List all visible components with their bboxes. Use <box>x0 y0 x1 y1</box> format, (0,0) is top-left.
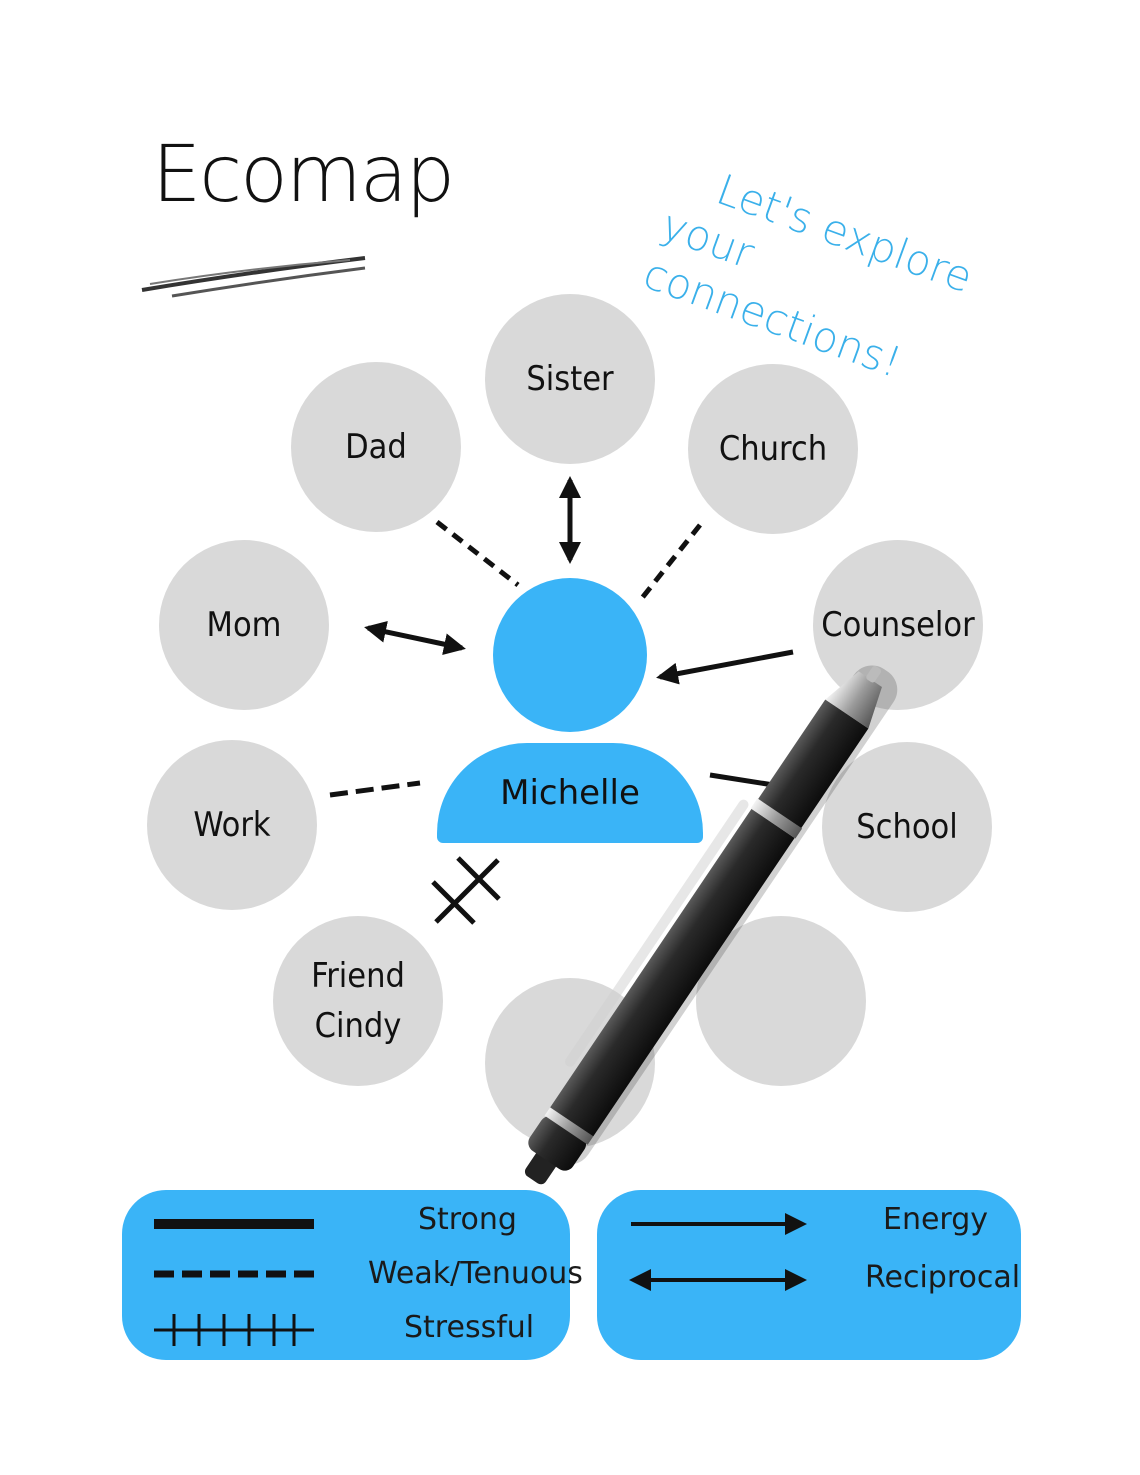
link-dad <box>435 520 520 587</box>
person-head-icon <box>493 578 647 732</box>
legend-stressful-line <box>154 1314 314 1346</box>
legend-label-reciprocal: Reciprocal <box>865 1260 1021 1295</box>
node-label: Mom <box>206 605 282 645</box>
legend-label-energy: Energy <box>883 1202 989 1237</box>
node-dad: Dad <box>291 362 461 532</box>
legend-label-stressful: Stressful <box>404 1310 535 1345</box>
node-label: Dad <box>345 427 407 467</box>
node-empty-2 <box>696 916 866 1086</box>
center-name: Michelle <box>500 773 640 813</box>
legend-label-weak: Weak/Tenuous <box>368 1256 583 1291</box>
node-label: School <box>856 807 958 847</box>
legend-line-samples <box>154 1219 314 1346</box>
node-friend-cindy: Friend Cindy <box>273 916 443 1086</box>
node-church: Church <box>688 364 858 534</box>
node-label: Church <box>718 429 828 469</box>
node-sister: Sister <box>485 294 655 464</box>
node-work: Work <box>147 740 317 910</box>
legend-relationships: Strong Weak/Tenuous Stressful <box>122 1190 583 1360</box>
legend-arrow-samples <box>629 1213 807 1291</box>
link-mom <box>364 620 466 656</box>
node-mom: Mom <box>159 540 329 710</box>
node-school: School <box>822 742 992 912</box>
legend-directions: Energy Reciprocal <box>597 1190 1021 1360</box>
person-body: Michelle <box>437 743 703 843</box>
legend-label-strong: Strong <box>418 1202 517 1237</box>
node-counselor: Counselor <box>813 540 983 710</box>
node-label: Work <box>193 805 271 845</box>
link-friend-cindy <box>431 856 501 925</box>
node-label: Sister <box>526 359 614 399</box>
node-label: Friend Cindy <box>311 956 405 1046</box>
link-counselor <box>656 649 794 685</box>
page-title: Ecomap <box>152 130 455 220</box>
link-work <box>329 780 421 798</box>
link-church <box>640 523 702 600</box>
node-label: Counselor <box>821 605 975 645</box>
